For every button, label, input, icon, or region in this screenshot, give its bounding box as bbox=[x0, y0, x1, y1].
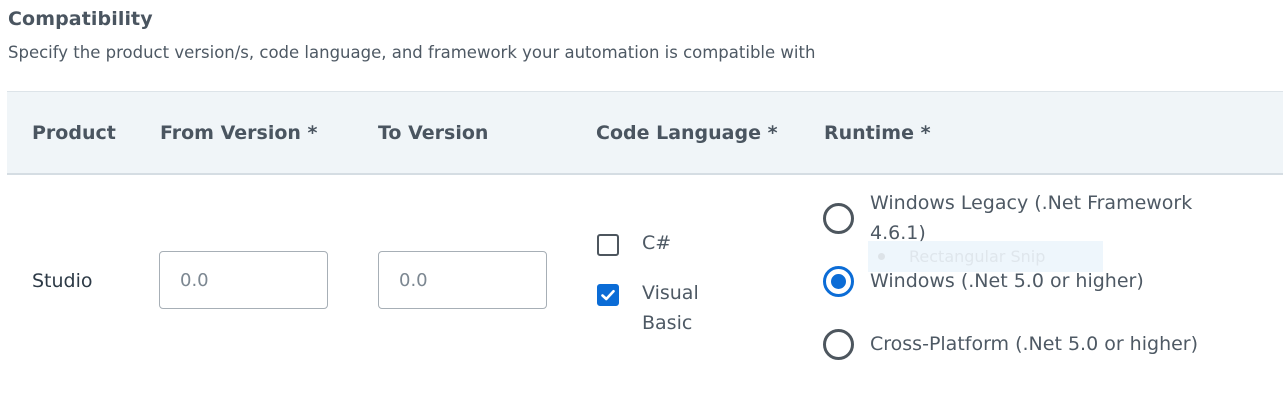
header-runtime: Runtime * bbox=[824, 122, 931, 144]
to-version-input[interactable] bbox=[378, 251, 547, 309]
radio-label: Windows Legacy (.Net Framework 4.6.1) bbox=[870, 192, 1193, 244]
snip-tooltip-text: Rectangular Snip bbox=[909, 247, 1046, 266]
radio-unselected-icon[interactable] bbox=[823, 203, 854, 234]
radio-windows-legacy[interactable]: Windows Legacy (.Net Framework 4.6.1) bbox=[823, 188, 1215, 248]
header-to-version: To Version bbox=[378, 122, 489, 144]
snip-dot-icon bbox=[878, 253, 885, 260]
section-description: Specify the product version/s, code lang… bbox=[8, 43, 816, 62]
checkmark-icon bbox=[601, 289, 615, 301]
header-product: Product bbox=[32, 122, 116, 144]
radio-unselected-icon[interactable] bbox=[823, 329, 854, 360]
radio-label: Windows (.Net 5.0 or higher) bbox=[870, 270, 1144, 292]
radio-selected-icon[interactable] bbox=[823, 266, 854, 297]
checkbox-label: C# bbox=[642, 232, 672, 254]
checkbox-csharp[interactable]: C# bbox=[597, 231, 671, 258]
header-from-version: From Version * bbox=[160, 122, 318, 144]
header-code-language: Code Language * bbox=[596, 122, 778, 144]
checkbox-checked-icon[interactable] bbox=[597, 284, 619, 306]
checkbox-label: Visual Basic bbox=[642, 282, 699, 334]
from-version-input[interactable] bbox=[159, 251, 328, 309]
table-header: Product From Version * To Version Code L… bbox=[7, 91, 1283, 175]
radio-label: Cross-Platform (.Net 5.0 or higher) bbox=[870, 333, 1199, 355]
section-title: Compatibility bbox=[8, 8, 153, 30]
rectangular-snip-tooltip: Rectangular Snip bbox=[868, 241, 1103, 272]
radio-windows[interactable]: Windows (.Net 5.0 or higher) bbox=[823, 266, 1230, 297]
product-name: Studio bbox=[32, 270, 93, 292]
checkbox-unchecked-icon[interactable] bbox=[597, 234, 619, 256]
radio-cross-platform[interactable]: Cross-Platform (.Net 5.0 or higher) bbox=[823, 329, 1230, 360]
checkbox-visual-basic[interactable]: Visual Basic bbox=[597, 281, 712, 338]
